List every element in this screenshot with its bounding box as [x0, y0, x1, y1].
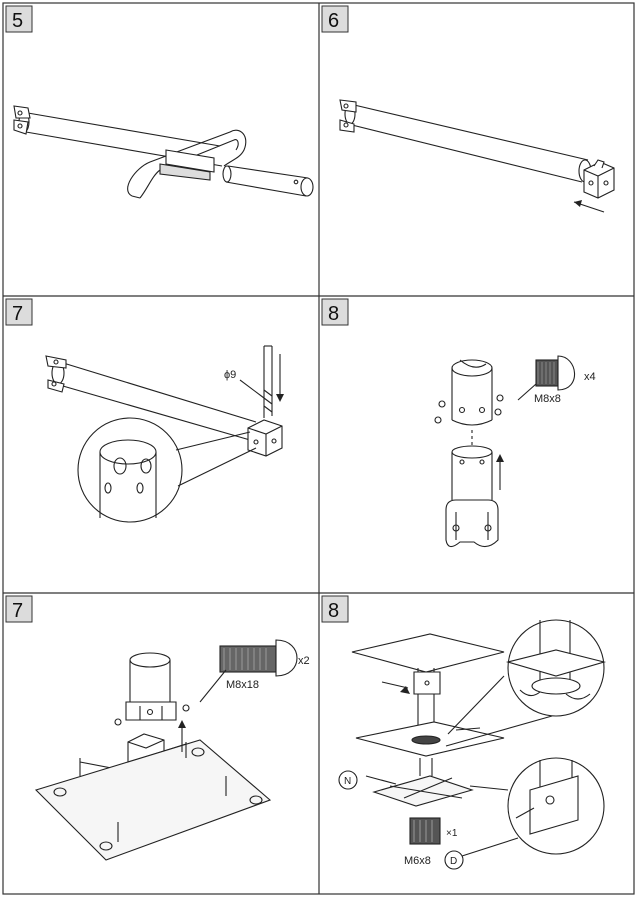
panel-step-5: 5	[5, 5, 314, 199]
panel-step-7-plate: 7	[5, 595, 310, 861]
bolt-size-label: M8x8	[534, 393, 561, 405]
step-badge	[321, 595, 349, 623]
ceiling-mount-drawing	[338, 619, 607, 870]
plate-assembly-drawing	[34, 639, 298, 861]
bolt-size-label: M8x18	[226, 679, 259, 691]
drilling-drawing	[45, 345, 283, 523]
tube-coupling-drawing	[434, 355, 576, 548]
step-badge	[5, 298, 33, 326]
step-badge	[5, 595, 33, 623]
direction-arrow-icon	[574, 200, 582, 207]
screw-size-label: M6x8	[404, 855, 431, 867]
panel-step-7-drill: 7	[5, 298, 284, 523]
pole-with-bracket-drawing	[339, 99, 615, 213]
drill-size-label: ϕ9	[224, 369, 236, 381]
step-number: 8	[328, 303, 339, 325]
callout-d-label: D	[450, 856, 457, 867]
screw-thread-icon	[537, 362, 555, 384]
step-number: 6	[328, 10, 339, 32]
down-arrow-icon	[400, 686, 410, 694]
screw-qty-label: ×1	[446, 828, 458, 839]
bolt-qty-label: x2	[298, 655, 310, 667]
step-number: 7	[12, 600, 23, 622]
screw-thread-icon	[413, 820, 433, 842]
callout-n-label: N	[344, 776, 351, 787]
panel-step-8-ceiling: 8	[321, 595, 607, 870]
step-number: 5	[12, 10, 23, 32]
panel-step-8-bolts: 8	[321, 298, 596, 548]
step-badge	[321, 298, 349, 326]
upper-pole-drawing	[13, 105, 314, 199]
step-number: 7	[12, 303, 23, 325]
step-number: 8	[328, 600, 339, 622]
bolt-qty-label: x4	[584, 371, 596, 383]
panel-step-6: 6	[321, 5, 615, 213]
up-arrow-icon	[178, 720, 186, 728]
up-arrow-icon	[496, 454, 504, 462]
step-badge	[5, 5, 33, 33]
down-arrow-icon	[276, 394, 284, 402]
screw-thread-icon	[223, 648, 267, 670]
step-badge	[321, 5, 349, 33]
